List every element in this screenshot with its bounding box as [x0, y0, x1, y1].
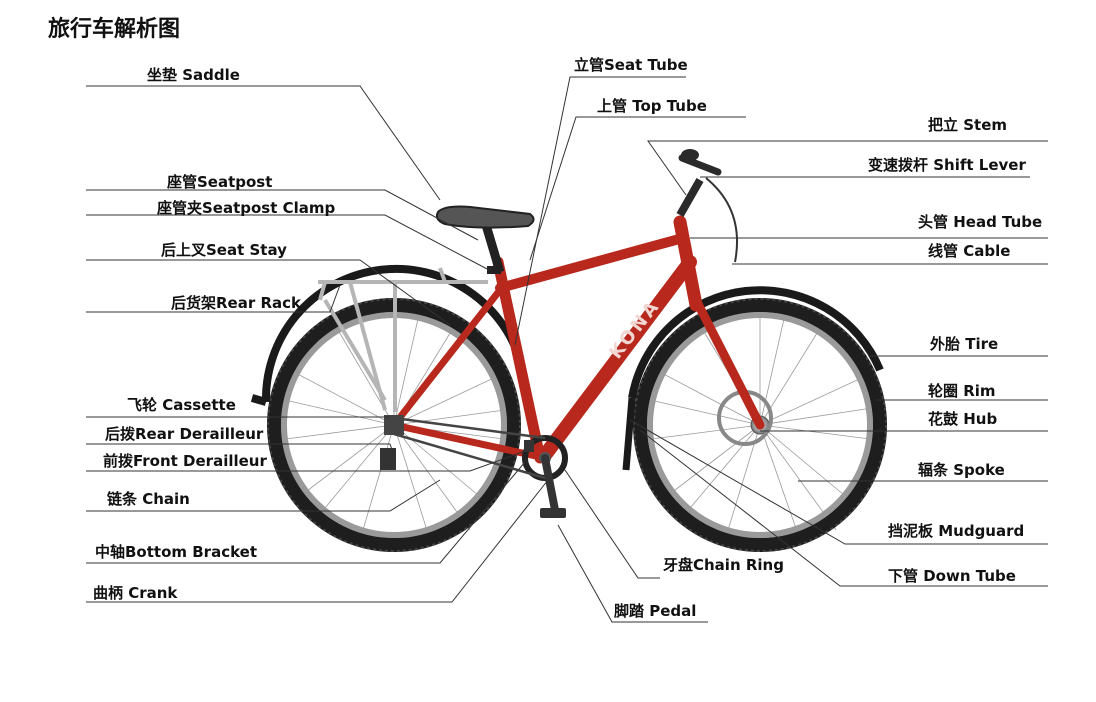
label-cable: 线管 Cable — [928, 242, 1010, 260]
label-front-derailleur: 前拨Front Derailleur — [103, 452, 267, 470]
label-head-tube: 头管 Head Tube — [918, 213, 1042, 231]
label-rim: 轮圈 Rim — [928, 382, 996, 400]
label-bottom-bracket: 中轴Bottom Bracket — [95, 543, 257, 561]
head-tube — [680, 222, 696, 305]
label-chain: 链条 Chain — [107, 490, 190, 508]
frame — [394, 222, 760, 458]
rear-derailleur-shape — [380, 448, 396, 470]
front-derailleur-shape — [524, 440, 534, 452]
label-pedal: 脚踏 Pedal — [614, 602, 696, 620]
leader-top-tube — [530, 117, 746, 260]
leader-chain-ring — [565, 470, 660, 578]
label-spoke: 辐条 Spoke — [918, 461, 1005, 479]
label-chain-ring: 牙盘Chain Ring — [663, 556, 784, 574]
brake-cable — [706, 178, 737, 262]
label-seatpost-clamp: 座管夹Seatpost Clamp — [157, 199, 335, 217]
label-mudguard: 挡泥板 Mudguard — [888, 522, 1024, 540]
seatpost-clamp-shape — [487, 266, 501, 274]
label-tire: 外胎 Tire — [930, 335, 998, 353]
cassette-shape — [384, 415, 404, 435]
leader-seatpost-clamp — [86, 215, 489, 270]
label-saddle: 坐垫 Saddle — [147, 66, 240, 84]
label-shift-lever: 变速拨杆 Shift Lever — [868, 156, 1026, 174]
label-down-tube: 下管 Down Tube — [888, 567, 1016, 585]
stem-shape — [680, 180, 700, 215]
top-tube — [500, 238, 683, 288]
label-stem: 把立 Stem — [928, 116, 1007, 134]
label-seat-stay: 后上叉Seat Stay — [161, 241, 287, 259]
pedal-shape — [540, 508, 566, 518]
crank-arm — [545, 458, 555, 510]
saddle-shape — [437, 207, 534, 228]
label-crank: 曲柄 Crank — [93, 584, 177, 602]
label-seatpost: 座管Seatpost — [167, 173, 272, 191]
label-rear-rack: 后货架Rear Rack — [171, 294, 301, 312]
label-seat-tube: 立管Seat Tube — [574, 56, 688, 74]
grip — [681, 149, 699, 161]
label-hub: 花鼓 Hub — [928, 410, 997, 428]
label-rear-derailleur: 后拨Rear Derailleur — [105, 425, 263, 443]
seatpost — [486, 225, 500, 272]
label-top-tube: 上管 Top Tube — [597, 97, 707, 115]
label-cassette: 飞轮 Cassette — [127, 396, 236, 414]
